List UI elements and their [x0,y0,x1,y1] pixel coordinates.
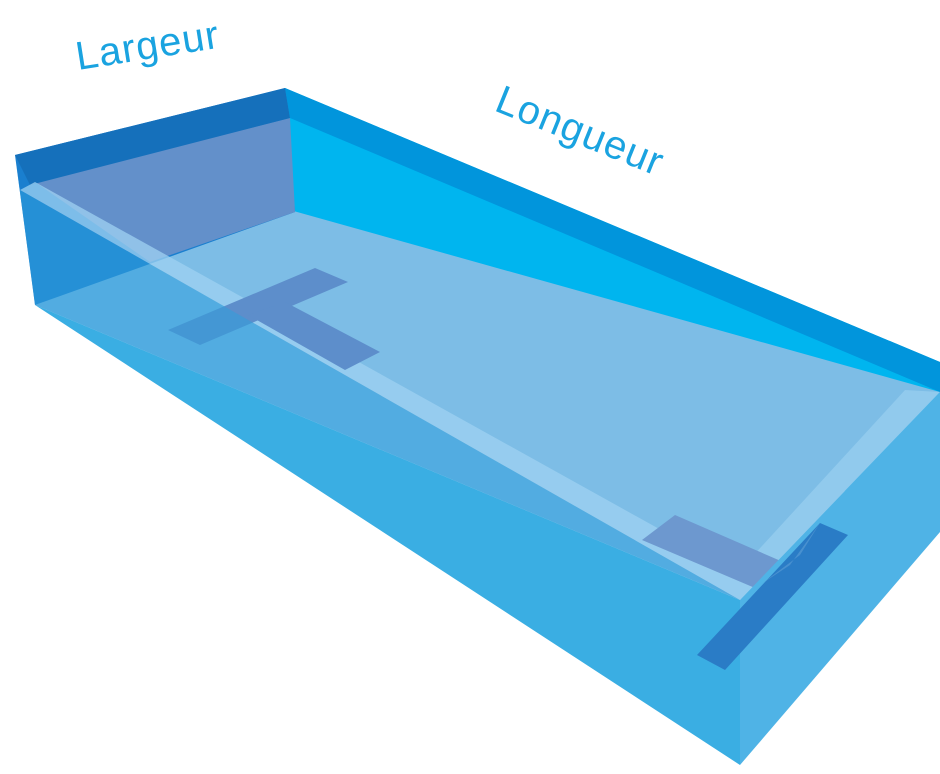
pool-right-wall [740,392,940,765]
pool-far-wall-rim [285,88,940,392]
pool-front-wall [35,305,740,765]
length-label: Longueur [490,78,671,185]
pool-surface-stripe [20,182,760,600]
width-label: Largeur [73,13,223,79]
pool-left-rim [15,88,290,185]
pool-surface-stripe-right [740,390,940,585]
lane-marking-end-cross [697,523,848,670]
lane-marking-end-bar [642,515,790,588]
lane-marking-t-stem [248,302,380,370]
